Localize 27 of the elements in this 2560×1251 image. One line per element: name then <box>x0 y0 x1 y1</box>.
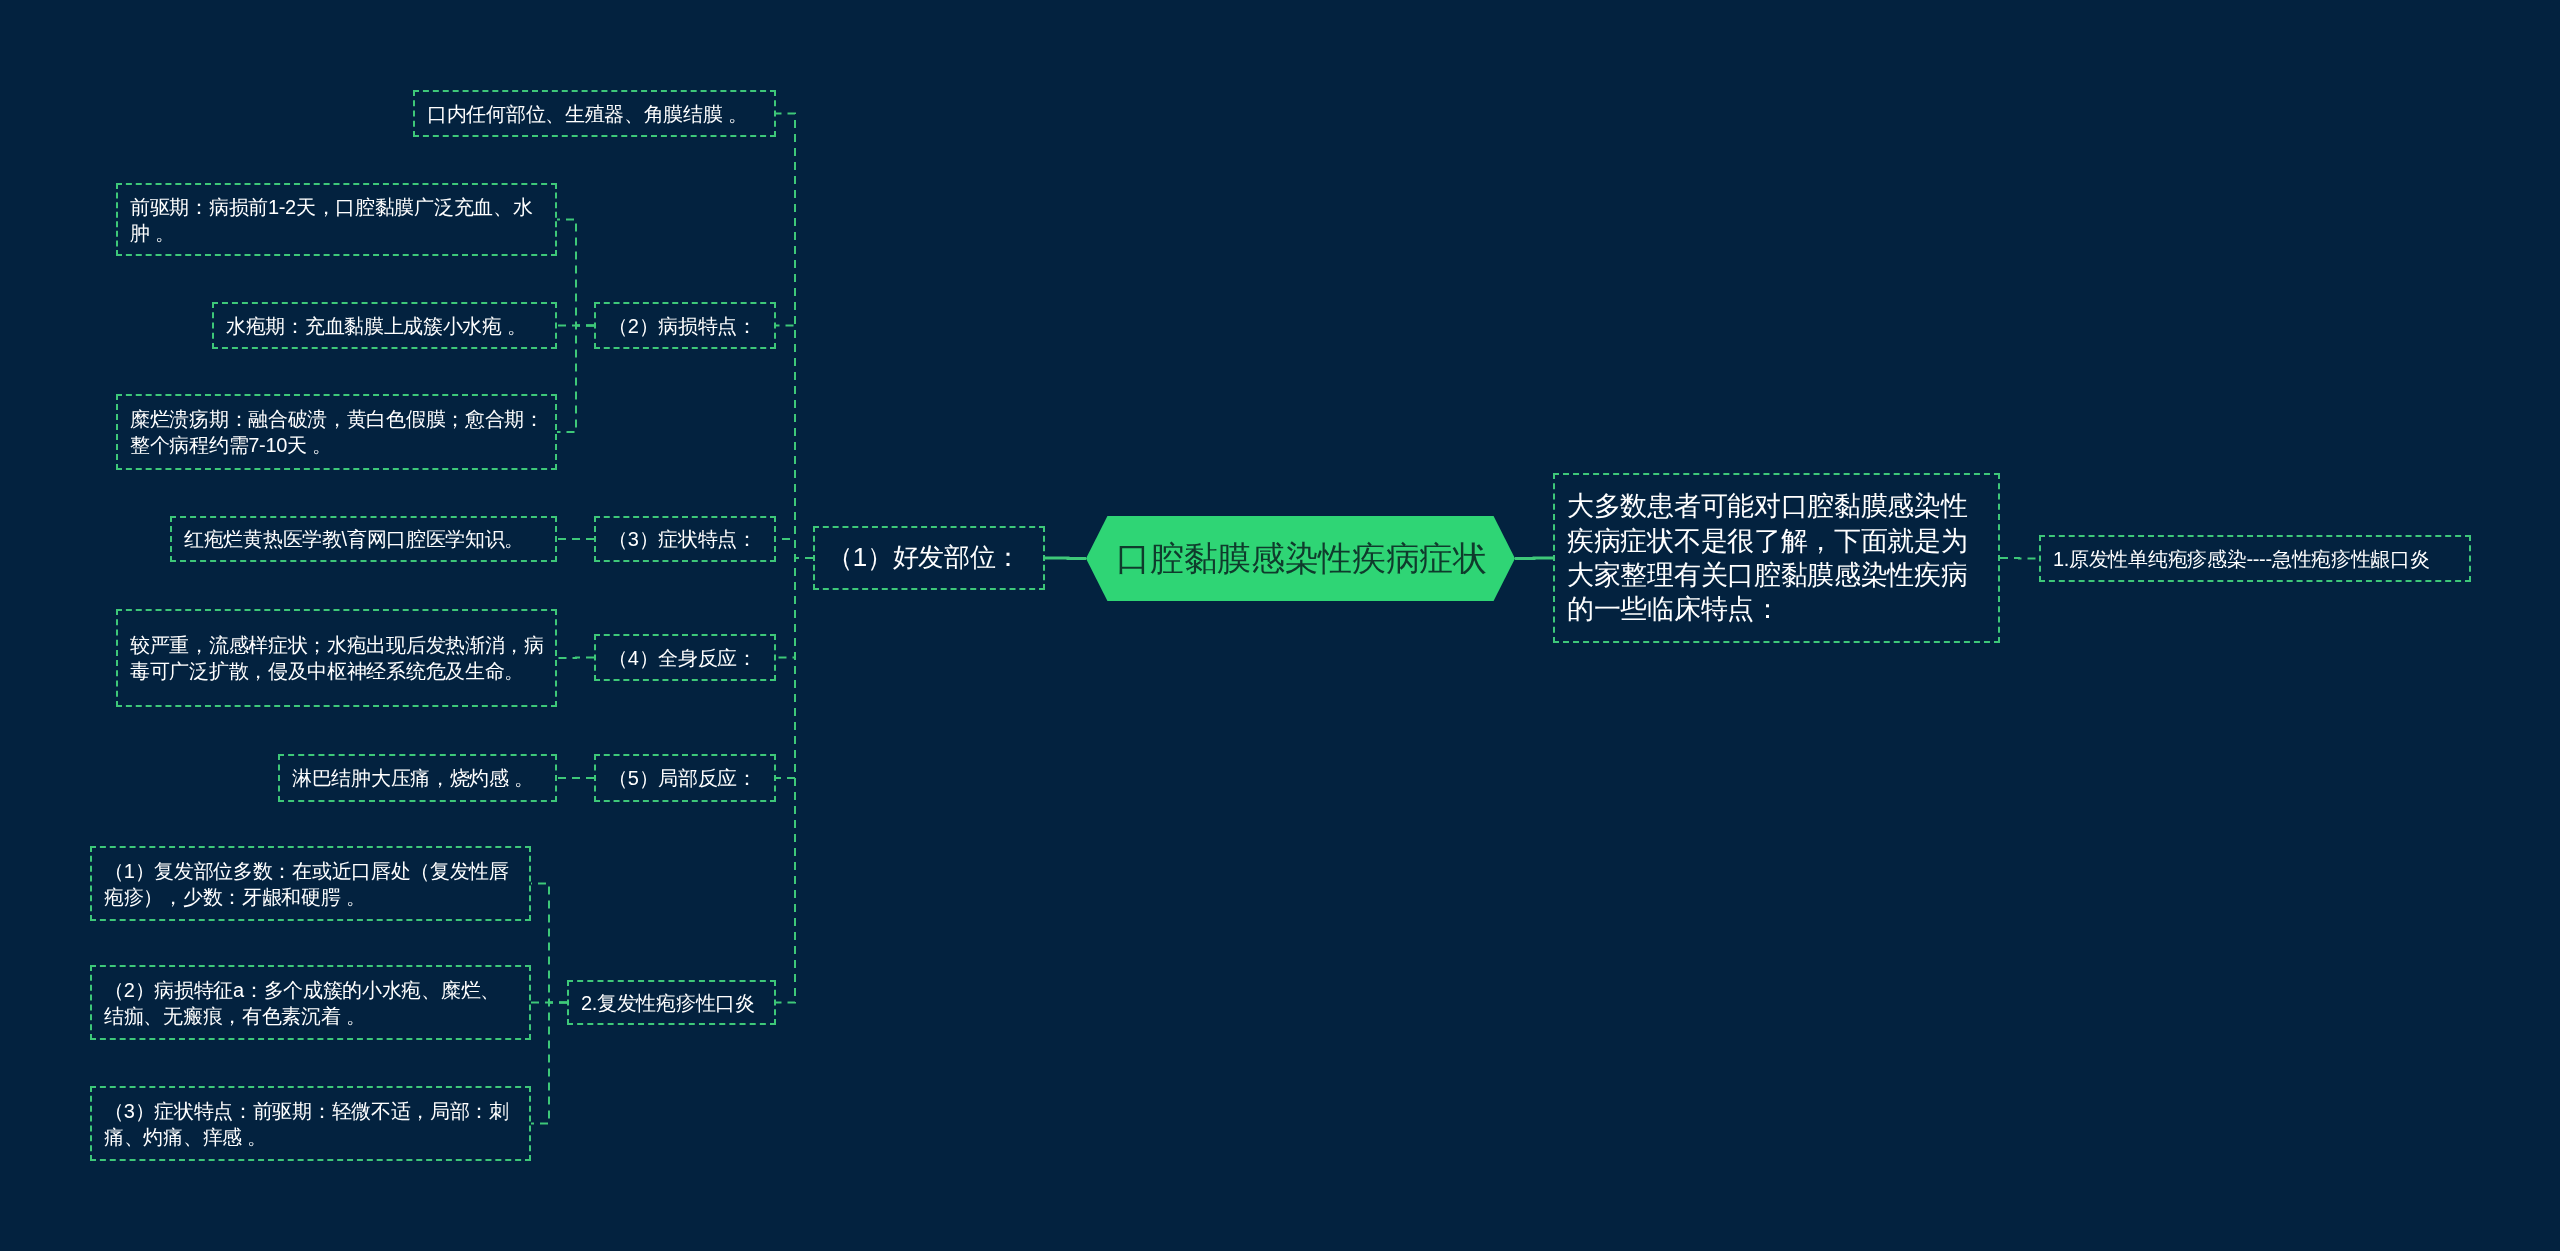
connector <box>775 557 814 1004</box>
topic-box: 口内任何部位、生殖器、角膜结膜 。 <box>413 90 776 137</box>
connector <box>1045 556 1086 560</box>
topic-box: 淋巴结肿大压痛，烧灼感 。 <box>278 754 557 802</box>
topic-box: 前驱期：病损前1-2天，口腔黏膜广泛充血、水肿 。 <box>116 183 557 256</box>
topic-box: （3）症状特点：前驱期：轻微不适，局部：刺痛、灼痛、痒感 。 <box>90 1086 531 1161</box>
central-topic: 口腔黏膜感染性疾病症状 <box>1086 516 1515 601</box>
topic-box: 1.原发性单纯疱疹感染----急性疱疹性龈口炎 <box>2039 535 2471 582</box>
topic-box: （1）好发部位： <box>813 526 1045 590</box>
topic-box: 水疱期：充血黏膜上成簇小水疱 。 <box>212 302 557 349</box>
connector <box>530 1001 568 1125</box>
connector <box>556 538 595 540</box>
connector <box>556 777 595 779</box>
topic-box: 2.复发性疱疹性口炎 <box>567 980 776 1025</box>
topic-box: 糜烂溃疡期：融合破溃，黄白色假膜；愈合期：整个病程约需7-10天 。 <box>116 394 557 470</box>
topic-box: （5）局部反应： <box>594 754 776 802</box>
topic-box: （2）病损特点： <box>594 302 776 349</box>
topic-box: （2）病损特征a：多个成簇的小水疱、糜烂、结痂、无瘢痕，有色素沉着 。 <box>90 965 531 1040</box>
topic-box: （4）全身反应： <box>594 634 776 681</box>
connector <box>556 324 595 433</box>
topic-box: 较严重，流感样症状；水疱出现后发热渐消，病毒可广泛扩散，侵及中枢神经系统危及生命。 <box>116 609 557 707</box>
topic-box: 红疱烂黄热医学教\育网口腔医学知识。 <box>170 516 557 562</box>
topic-box: （3）症状特点： <box>594 516 776 562</box>
topic-box: （1）复发部位多数：在或近口唇处（复发性唇疱疹），少数：牙龈和硬腭 。 <box>90 846 531 921</box>
connector <box>556 656 595 659</box>
connector <box>1515 556 1553 560</box>
topic-box: 大多数患者可能对口腔黏膜感染性疾病症状不是很了解，下面就是为大家整理有关口腔黏膜感染性疾病的一些临床特点： <box>1553 473 2000 643</box>
